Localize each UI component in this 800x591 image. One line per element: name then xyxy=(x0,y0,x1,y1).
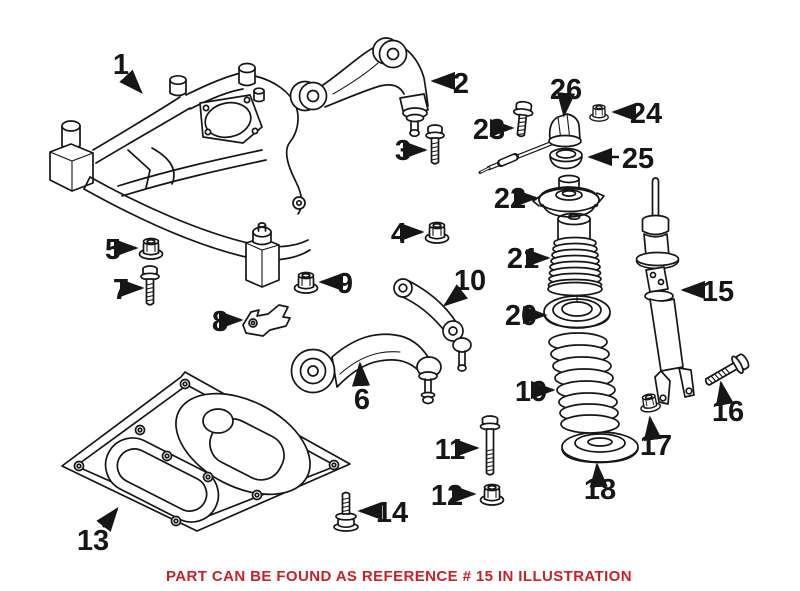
callout-3: 3 xyxy=(395,135,428,167)
callout-8-label: 8 xyxy=(212,306,228,338)
shield-panel-drawing xyxy=(61,371,351,532)
callout-2: 2 xyxy=(430,68,469,100)
callout-6: 6 xyxy=(351,361,371,416)
callout-15-label: 15 xyxy=(702,276,734,308)
callout-19: 19 xyxy=(515,376,556,408)
callout-25-label: 25 xyxy=(622,143,654,175)
nut-4-drawing xyxy=(424,221,450,244)
callout-14: 14 xyxy=(357,497,408,529)
callout-12-label: 12 xyxy=(431,480,463,512)
callout-22-label: 22 xyxy=(494,183,526,215)
callout-16: 16 xyxy=(712,380,744,428)
upper-control-arm-drawing xyxy=(289,37,429,138)
bolt-7-drawing xyxy=(140,265,160,306)
callout-16-label: 16 xyxy=(712,396,744,428)
callout-22: 22 xyxy=(494,183,539,215)
callout-19-label: 19 xyxy=(515,376,547,408)
dust-boot-drawing xyxy=(547,212,603,297)
callout-5: 5 xyxy=(105,234,139,266)
callout-1: 1 xyxy=(113,49,143,94)
lower-spring-pad-drawing xyxy=(561,431,639,464)
callout-24: 24 xyxy=(611,98,662,130)
footer-note: PART CAN BE FOUND AS REFERENCE # 15 IN I… xyxy=(166,568,632,585)
nut-9-drawing xyxy=(293,271,319,294)
bolt-23-drawing xyxy=(512,100,534,138)
strut-mount-drawing xyxy=(532,174,605,218)
callout-21: 21 xyxy=(507,243,551,275)
callout-15: 15 xyxy=(680,276,734,308)
callout-21-label: 21 xyxy=(507,243,539,275)
callout-23-label: 23 xyxy=(473,114,505,146)
callout-12: 12 xyxy=(431,480,477,512)
callout-23: 23 xyxy=(473,114,515,146)
callout-8: 8 xyxy=(212,306,244,338)
subframe-drawing xyxy=(49,62,311,288)
bolt-11-drawing xyxy=(479,415,501,476)
nut-12-drawing xyxy=(479,483,505,506)
callout-18: 18 xyxy=(584,462,616,506)
callout-10-label: 10 xyxy=(454,265,486,297)
coil-spring-drawing xyxy=(548,332,620,434)
support-cup-drawing xyxy=(549,147,583,170)
callout-4: 4 xyxy=(391,218,425,250)
callout-17: 17 xyxy=(640,415,672,462)
callout-1-label: 1 xyxy=(113,49,129,81)
callout-26: 26 xyxy=(550,74,582,118)
callout-14-label: 14 xyxy=(376,497,408,529)
callout-13-label: 13 xyxy=(77,525,109,557)
callout-18-label: 18 xyxy=(584,474,616,506)
callout-7-label: 7 xyxy=(113,274,129,306)
nut-5-drawing xyxy=(138,237,164,260)
callout-11: 11 xyxy=(435,434,480,466)
callout-9-label: 9 xyxy=(337,268,353,300)
callout-20: 20 xyxy=(505,300,548,332)
callout-11-label: 11 xyxy=(435,434,466,466)
lower-control-arm-drawing xyxy=(393,278,472,372)
screw-14-drawing xyxy=(333,491,359,532)
callout-10: 10 xyxy=(442,265,486,307)
callout-2-label: 2 xyxy=(453,68,469,100)
callouts: 1 2 3 4 5 6 7 8 9 10 11 12 13 14 15 16 1… xyxy=(77,49,744,557)
bolt-16-drawing xyxy=(704,353,750,386)
nut-24-drawing xyxy=(589,104,609,122)
callout-20-label: 20 xyxy=(505,300,537,332)
bracket-8-drawing xyxy=(242,304,291,337)
callout-5-label: 5 xyxy=(105,234,121,266)
callout-6-label: 6 xyxy=(354,384,370,416)
callout-7: 7 xyxy=(113,274,145,306)
callout-9: 9 xyxy=(318,268,353,300)
callout-25: 25 xyxy=(587,143,654,175)
callout-3-label: 3 xyxy=(395,135,411,167)
callout-4-label: 4 xyxy=(391,218,407,250)
upper-spring-pad-drawing xyxy=(543,295,611,329)
callout-26-label: 26 xyxy=(550,74,582,106)
tension-strut-drawing xyxy=(290,333,442,405)
callout-13: 13 xyxy=(77,506,119,557)
panel-screw-holes xyxy=(73,378,340,527)
strut-drawing xyxy=(635,177,695,405)
callout-24-label: 24 xyxy=(630,98,662,130)
callout-17-label: 17 xyxy=(640,430,672,462)
bolt-3-drawing xyxy=(425,124,445,165)
